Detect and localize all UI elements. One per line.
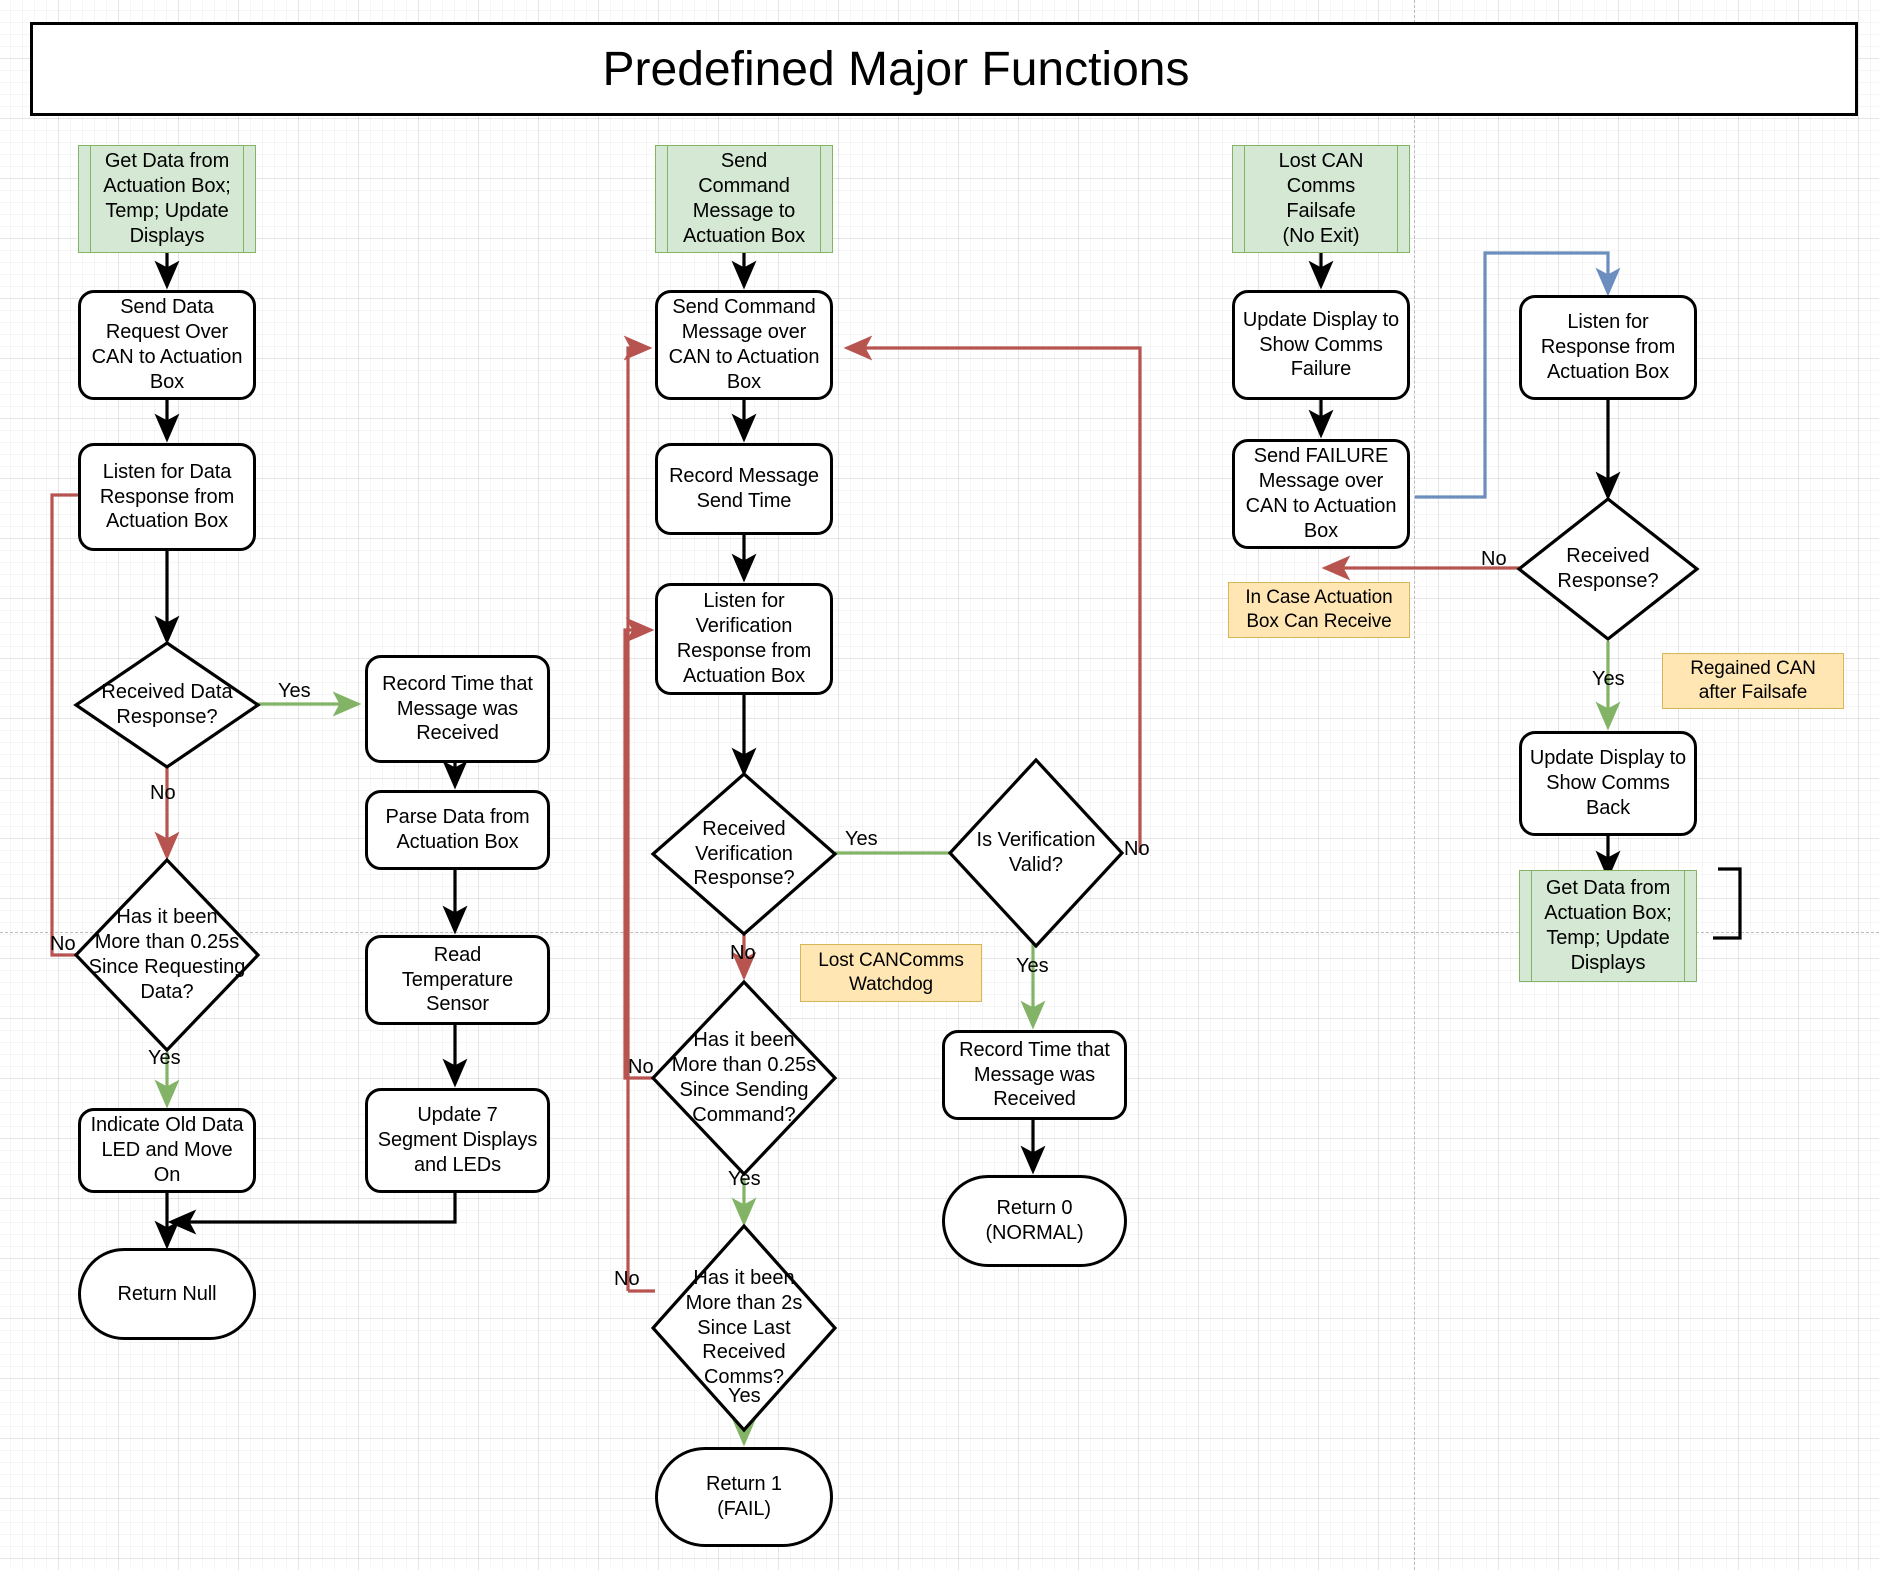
edge-L-update-to-returnnull bbox=[167, 1190, 457, 1235]
edge-label-mid-yes-recv: Yes bbox=[845, 828, 878, 850]
page-break-horizontal bbox=[0, 932, 1879, 933]
node-return-null[interactable]: Return Null bbox=[78, 1248, 256, 1340]
edge-label-left-yes: Yes bbox=[278, 680, 311, 702]
edge-M-timeout-no-loop bbox=[623, 617, 663, 1080]
edge-label-left-timeout-yes: Yes bbox=[148, 1047, 181, 1069]
edge-R-sendfail-to-listen bbox=[1415, 251, 1621, 499]
node-label: Return Null bbox=[117, 1282, 217, 1305]
edge-M-valid-no-loop bbox=[843, 335, 1142, 853]
edge-label-mid-yes-watchdog: Yes bbox=[728, 1385, 761, 1407]
node-return-1-fail[interactable]: Return 1(FAIL) bbox=[655, 1447, 833, 1547]
edge-label-right-yes: Yes bbox=[1592, 668, 1625, 690]
diagram-title-bar: Predefined Major Functions bbox=[30, 22, 1858, 116]
edge-label-mid-yes-timeout: Yes bbox=[728, 1168, 761, 1190]
edge-label-right-no: No bbox=[1481, 548, 1507, 570]
edge-M-watchdog-no-loop bbox=[623, 335, 653, 1291]
node-label: Return 1(FAIL) bbox=[706, 1473, 782, 1520]
page-break-vertical bbox=[1414, 0, 1415, 1570]
edge-label-mid-no-valid: No bbox=[1124, 838, 1150, 860]
edge-label-mid-yes-valid: Yes bbox=[1016, 955, 1049, 977]
edge-label-mid-no-recv: No bbox=[730, 942, 756, 964]
edge-label-mid-no-timeout: No bbox=[628, 1056, 654, 1078]
edge-label-mid-no-watchdog: No bbox=[614, 1268, 640, 1290]
edge-R-getdata-loop bbox=[1713, 867, 1742, 940]
node-return-0-normal[interactable]: Return 0(NORMAL) bbox=[942, 1175, 1127, 1267]
edge-label-left-no: No bbox=[150, 782, 176, 804]
node-label: Return 0(NORMAL) bbox=[985, 1197, 1084, 1244]
page-title: Predefined Major Functions bbox=[602, 42, 1190, 96]
edge-label-left-timeout-no: No bbox=[50, 933, 76, 955]
